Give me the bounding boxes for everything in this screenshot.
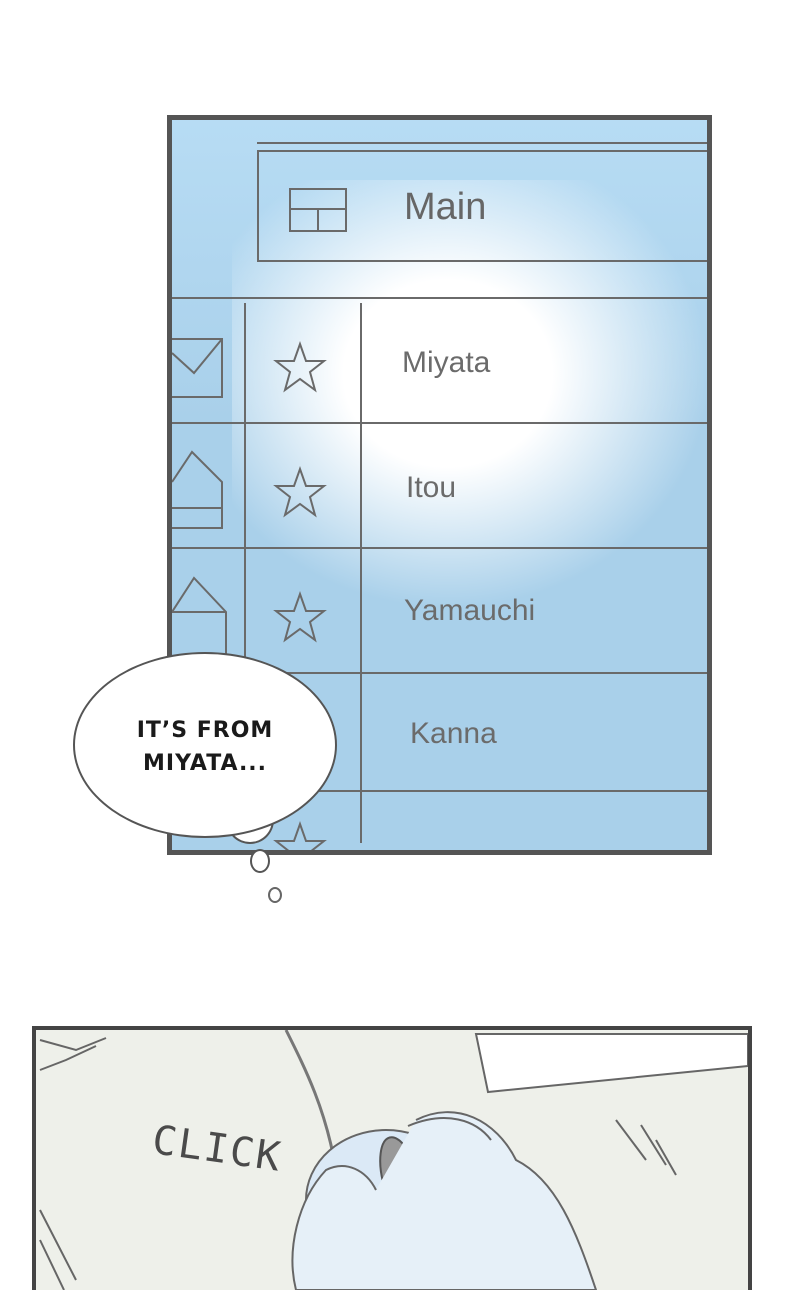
row-divider xyxy=(172,790,707,792)
mail-closed-icon xyxy=(172,338,223,398)
row-divider xyxy=(172,297,707,299)
mail-open-icon xyxy=(172,450,223,529)
thought-dot-small xyxy=(268,887,282,903)
bubble-text: IT’S FROM MIYATA... xyxy=(75,714,335,780)
thought-dot-large xyxy=(250,849,270,873)
contact-name[interactable]: Yamauchi xyxy=(404,594,536,627)
row-divider xyxy=(172,422,707,424)
main-header[interactable]: Main xyxy=(257,150,707,262)
speech-bubble: IT’S FROM MIYATA... xyxy=(73,652,337,838)
screen-glow xyxy=(232,180,707,610)
mail-open-icon xyxy=(172,576,227,660)
hand-mouse-illustration xyxy=(39,1030,748,1290)
row-divider xyxy=(172,672,707,674)
window-layout-icon xyxy=(289,188,347,232)
bubble-line-2: MIYATA... xyxy=(142,751,268,776)
star-icon[interactable] xyxy=(272,340,328,396)
column-divider xyxy=(360,303,362,843)
contact-name[interactable]: Itou xyxy=(406,471,457,504)
header-top-line xyxy=(257,142,707,144)
star-icon[interactable] xyxy=(272,590,328,646)
star-icon[interactable] xyxy=(272,820,328,855)
column-divider xyxy=(244,303,246,843)
contact-name[interactable]: Kanna xyxy=(410,717,497,750)
row-divider xyxy=(172,547,707,549)
star-icon[interactable] xyxy=(272,465,328,521)
header-title: Main xyxy=(404,186,487,228)
contact-name[interactable]: Miyata xyxy=(402,346,491,379)
mail-screen-panel: Main Miyata Itou Yamauchi Kanna xyxy=(167,115,712,855)
bubble-line-1: IT’S FROM xyxy=(136,718,274,743)
mouse-click-panel: CLICK xyxy=(32,1026,752,1290)
